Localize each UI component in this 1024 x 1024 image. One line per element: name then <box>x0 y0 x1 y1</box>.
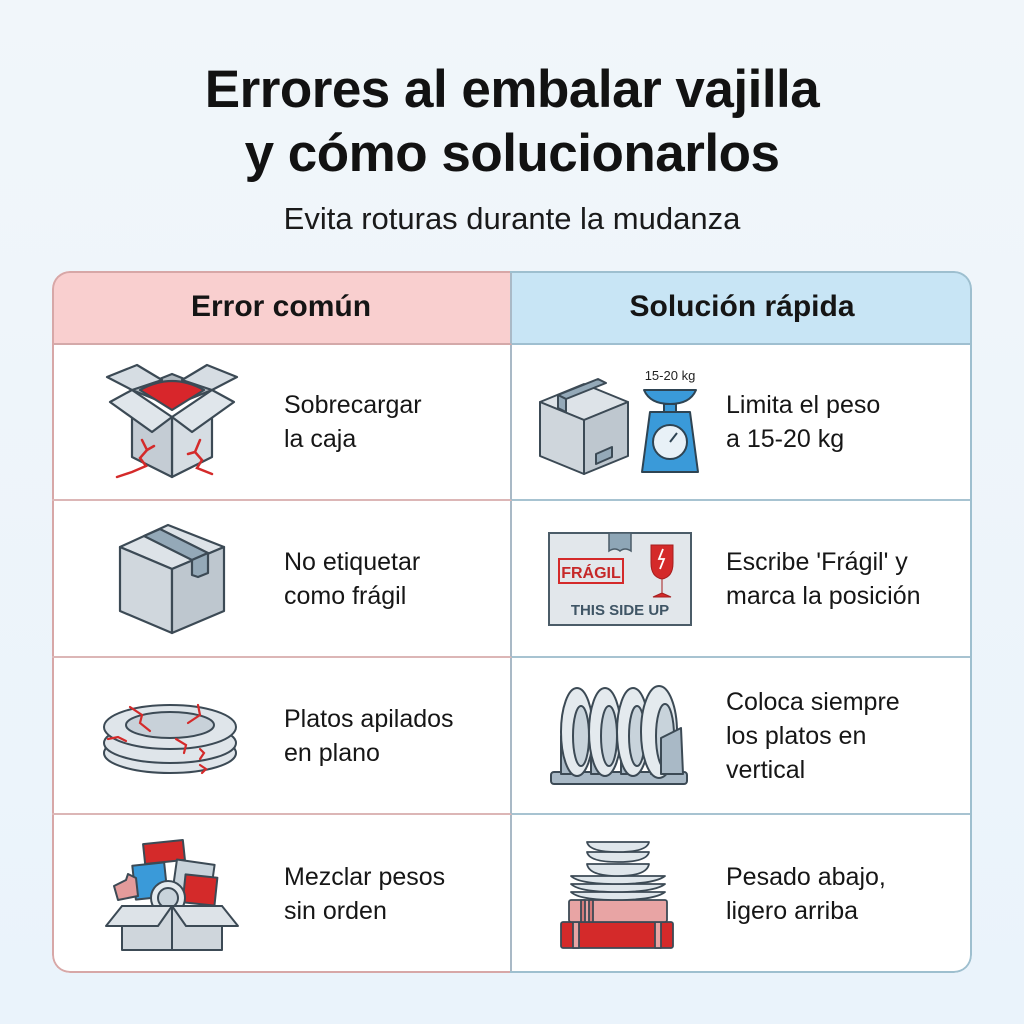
error-text-line: Platos apilados <box>284 704 454 733</box>
cracked-stacked-plates-icon <box>72 666 272 806</box>
error-text-line: Mezclar pesos <box>284 863 446 891</box>
solution-cell-heavy-bottom: Pesado abajo, ligero arriba <box>512 815 972 973</box>
solution-text-line: a 15-20 kg <box>726 425 845 453</box>
error-text: No etiquetar como frágil <box>284 545 420 613</box>
error-text-line: como frágil <box>284 581 407 610</box>
error-text-line: la caja <box>284 425 357 453</box>
error-text-line: sin orden <box>284 897 387 925</box>
column-header-error: Error común <box>52 271 512 345</box>
error-cell-no-label: No etiquetar como frágil <box>52 501 512 658</box>
solution-text-line: marca la posición <box>726 581 921 610</box>
error-text: Mezclar pesos sin orden <box>284 860 445 928</box>
page-title: Errores al embalar vajilla y cómo soluci… <box>0 58 1024 186</box>
plates-in-rack-icon <box>522 666 722 806</box>
solution-text-line: Coloca siempre <box>726 687 900 716</box>
solution-cell-fragile: FRÁGIL THIS SIDE UP Escribe 'Frágil' y m… <box>512 501 972 658</box>
solution-text-line: Escribe 'Frágil' y <box>726 547 908 576</box>
scale-weight-label: 15-20 kg <box>645 368 696 383</box>
fragile-label-icon: FRÁGIL THIS SIDE UP <box>522 509 722 649</box>
solution-text-line: Limita el peso <box>726 391 881 419</box>
solution-text: Escribe 'Frágil' y marca la posición <box>726 545 921 613</box>
solution-text: Pesado abajo, ligero arriba <box>726 860 886 928</box>
this-side-up-text: THIS SIDE UP <box>571 602 669 619</box>
error-text: Sobrecargar la caja <box>284 388 422 456</box>
solution-text: Coloca siempre los platos en vertical <box>726 685 900 787</box>
error-cell-overload: Sobrecargar la caja <box>52 345 512 501</box>
overloaded-cracked-box-icon <box>72 352 272 492</box>
box-and-scale-icon: 15-20 kg <box>522 352 722 492</box>
solution-cell-vertical-plates: Coloca siempre los platos en vertical <box>512 658 972 815</box>
title-line-1: Errores al embalar vajilla <box>204 60 820 119</box>
title-line-2: y cómo solucionarlos <box>244 124 780 183</box>
fragile-stamp-text: FRÁGIL <box>561 563 621 582</box>
error-text-line: en plano <box>284 738 380 767</box>
solution-text-line: Pesado abajo, <box>726 863 886 891</box>
error-cell-flat-plates: Platos apilados en plano <box>52 658 512 815</box>
solution-text-line: vertical <box>726 755 806 784</box>
plain-box-icon <box>72 509 272 649</box>
mixed-items-box-icon <box>72 824 272 964</box>
solution-text-line: ligero arriba <box>726 897 859 925</box>
page-subtitle: Evita roturas durante la mudanza <box>283 201 741 236</box>
error-cell-mixed-weights: Mezclar pesos sin orden <box>52 815 512 973</box>
error-text-line: Sobrecargar <box>284 391 422 419</box>
error-text: Platos apilados en plano <box>284 702 454 770</box>
error-text-line: No etiquetar <box>284 547 421 576</box>
column-header-solution: Solución rápida <box>512 271 972 345</box>
solution-text: Limita el peso a 15-20 kg <box>726 388 880 456</box>
solution-text-line: los platos en <box>726 721 867 750</box>
comparison-table: Error común Solución rápida <box>52 271 972 973</box>
solution-cell-weight: 15-20 kg Limita el peso a 15-20 kg <box>512 345 972 501</box>
heavy-bottom-stack-icon <box>522 824 722 964</box>
